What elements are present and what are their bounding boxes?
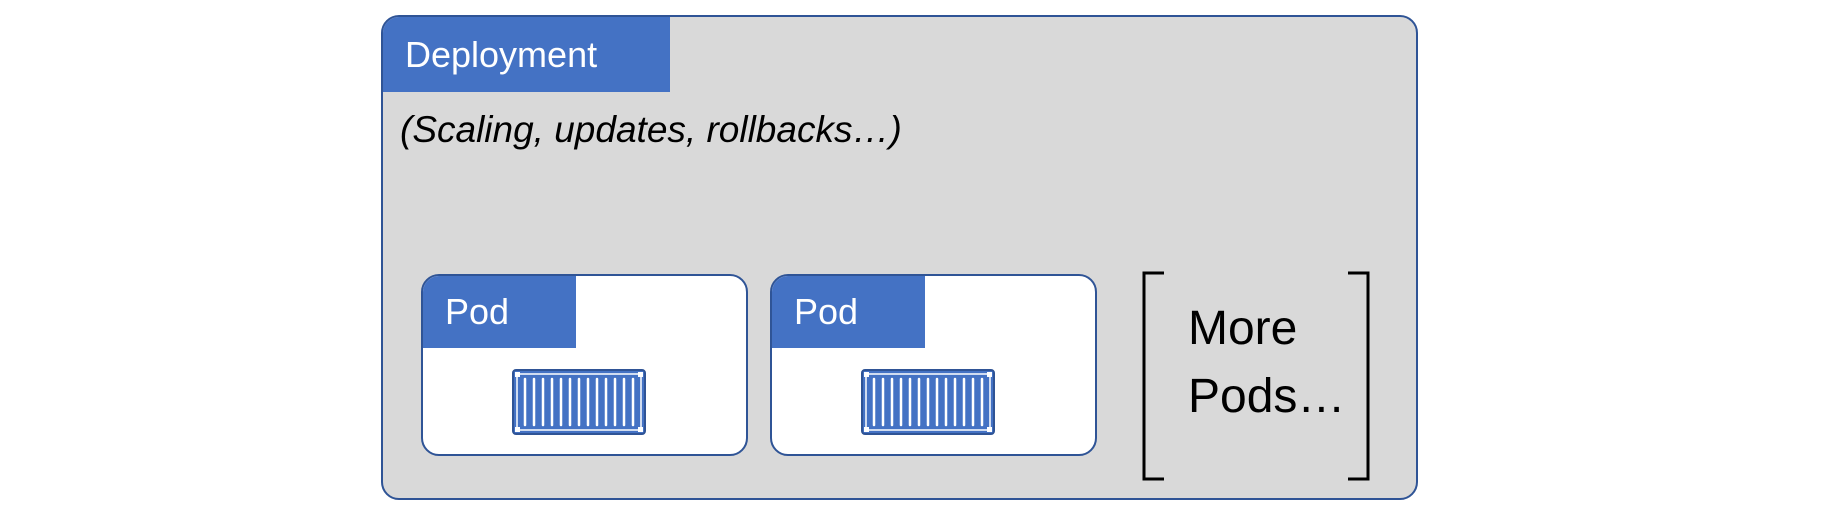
pod-box: Pod — [770, 274, 1097, 456]
deployment-title: Deployment — [383, 17, 670, 92]
more-pods-line-1: More — [1188, 302, 1298, 355]
pod-label: Pod — [772, 276, 925, 348]
container-icon — [512, 369, 646, 435]
deployment-box: Deployment (Scaling, updates, rollbacks…… — [381, 15, 1418, 500]
deployment-subtitle: (Scaling, updates, rollbacks…) — [400, 109, 902, 150]
bracket-icon — [1142, 271, 1370, 481]
pod-label: Pod — [423, 276, 576, 348]
more-pods-group: More Pods… — [1140, 271, 1372, 481]
container-icon — [861, 369, 995, 435]
more-pods-text: More Pods… — [1188, 295, 1345, 431]
more-pods-line-2: Pods… — [1188, 370, 1346, 423]
pod-box: Pod — [421, 274, 748, 456]
